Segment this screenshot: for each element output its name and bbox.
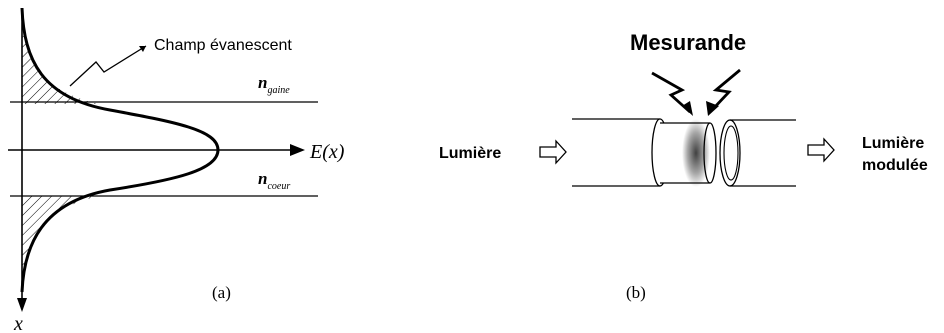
n-gaine-label: ngaine — [258, 73, 290, 96]
evanescent-region-bottom — [22, 196, 100, 290]
e-axis-label: E(x) — [309, 141, 345, 163]
input-hollow-arrow — [539, 139, 567, 165]
x-axis-arrowhead — [17, 298, 27, 312]
n-coeur-label: ncoeur — [258, 169, 290, 192]
output-light-label-line1: Lumière — [862, 135, 924, 152]
figure-a: Champ évanescent ngaine ncoeur E(x) x (a… — [8, 7, 345, 333]
caption-b: (b) — [626, 283, 646, 302]
caption-a: (a) — [212, 283, 231, 302]
input-light-label: Lumière — [439, 145, 501, 162]
lightning-bolt-right-arrowhead — [706, 101, 719, 116]
output-light-label-line2: modulée — [862, 157, 928, 174]
lightning-bolt-left — [651, 71, 691, 114]
annotation-champ-evanescent: Champ évanescent — [154, 37, 292, 54]
output-hollow-arrow — [807, 137, 835, 163]
n-coeur-subscript: coeur — [267, 181, 290, 192]
annotation-squiggle — [69, 45, 147, 87]
lightning-bolt-left-arrowhead — [682, 101, 693, 116]
n-gaine-symbol: n — [258, 73, 267, 92]
e-axis-arrowhead — [290, 144, 305, 156]
field-profile-curve — [20, 7, 220, 293]
annotation-squiggle-arrowhead — [139, 46, 146, 52]
n-coeur-symbol: n — [258, 169, 267, 188]
right-fiber — [730, 119, 796, 187]
sensing-sleeve-end — [703, 122, 717, 184]
figure-b: Mesurande Lumière Lumière modulée (b) — [439, 30, 928, 302]
right-fiber-collar-outer — [719, 119, 741, 187]
sensing-zone-shading — [682, 119, 710, 187]
n-gaine-subscript: gaine — [267, 85, 290, 96]
left-fiber — [572, 118, 660, 187]
mesurande-title: Mesurande — [630, 30, 746, 55]
lightning-bolt-right — [710, 68, 741, 111]
evanescent-region-top — [22, 22, 100, 104]
right-fiber-collar-inner — [723, 125, 739, 181]
x-axis-label: x — [13, 313, 23, 333]
